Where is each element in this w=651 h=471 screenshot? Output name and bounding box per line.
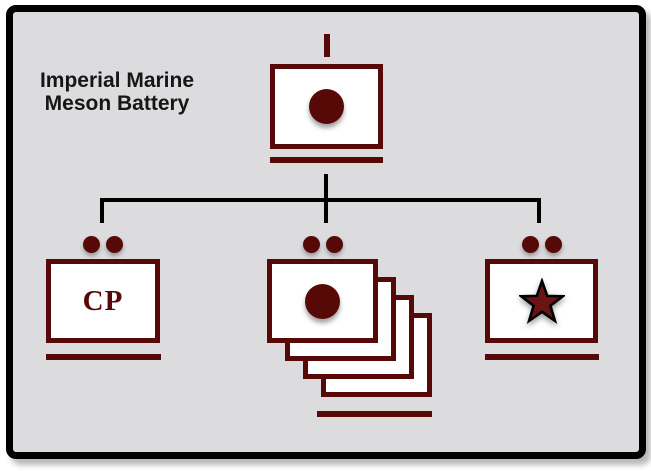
filled-circle-icon: [305, 283, 340, 319]
cp-unit-box: CP: [46, 259, 160, 343]
chart-title-line2: Meson Battery: [44, 92, 190, 115]
connector-drop-left: [100, 198, 104, 223]
echelon-dot-icon: [544, 236, 562, 253]
cp-label: CP: [82, 284, 124, 317]
star-echelon-indicator: [485, 236, 598, 253]
connector-horizontal: [100, 198, 541, 202]
echelon-dot-icon: [521, 236, 539, 253]
connector-drop-right: [537, 198, 541, 223]
echelon-dot-icon: [325, 236, 343, 253]
filled-circle-icon: [309, 89, 344, 124]
root-unit-underbar: [270, 157, 383, 163]
root-unit-box: [270, 64, 383, 149]
star-unit-box: [485, 259, 598, 343]
echelon-dot-icon: [83, 236, 100, 253]
stack-unit-underbar: [317, 411, 432, 417]
chart-title-line1: Imperial Marine: [39, 69, 195, 92]
cp-unit-underbar: [46, 354, 161, 360]
echelon-tick-icon: [323, 34, 330, 57]
chart-title: Imperial Marine Meson Battery: [37, 69, 197, 115]
stacked-units-group: [267, 259, 433, 399]
root-echelon-indicator: [270, 34, 383, 57]
star-unit-underbar: [485, 354, 599, 360]
cp-echelon-indicator: [46, 236, 160, 253]
echelon-dot-icon: [106, 236, 123, 253]
stack-echelon-indicator: [267, 236, 378, 253]
stacked-unit-box: [267, 259, 378, 343]
star-icon: [518, 278, 565, 324]
echelon-dot-icon: [302, 236, 320, 253]
